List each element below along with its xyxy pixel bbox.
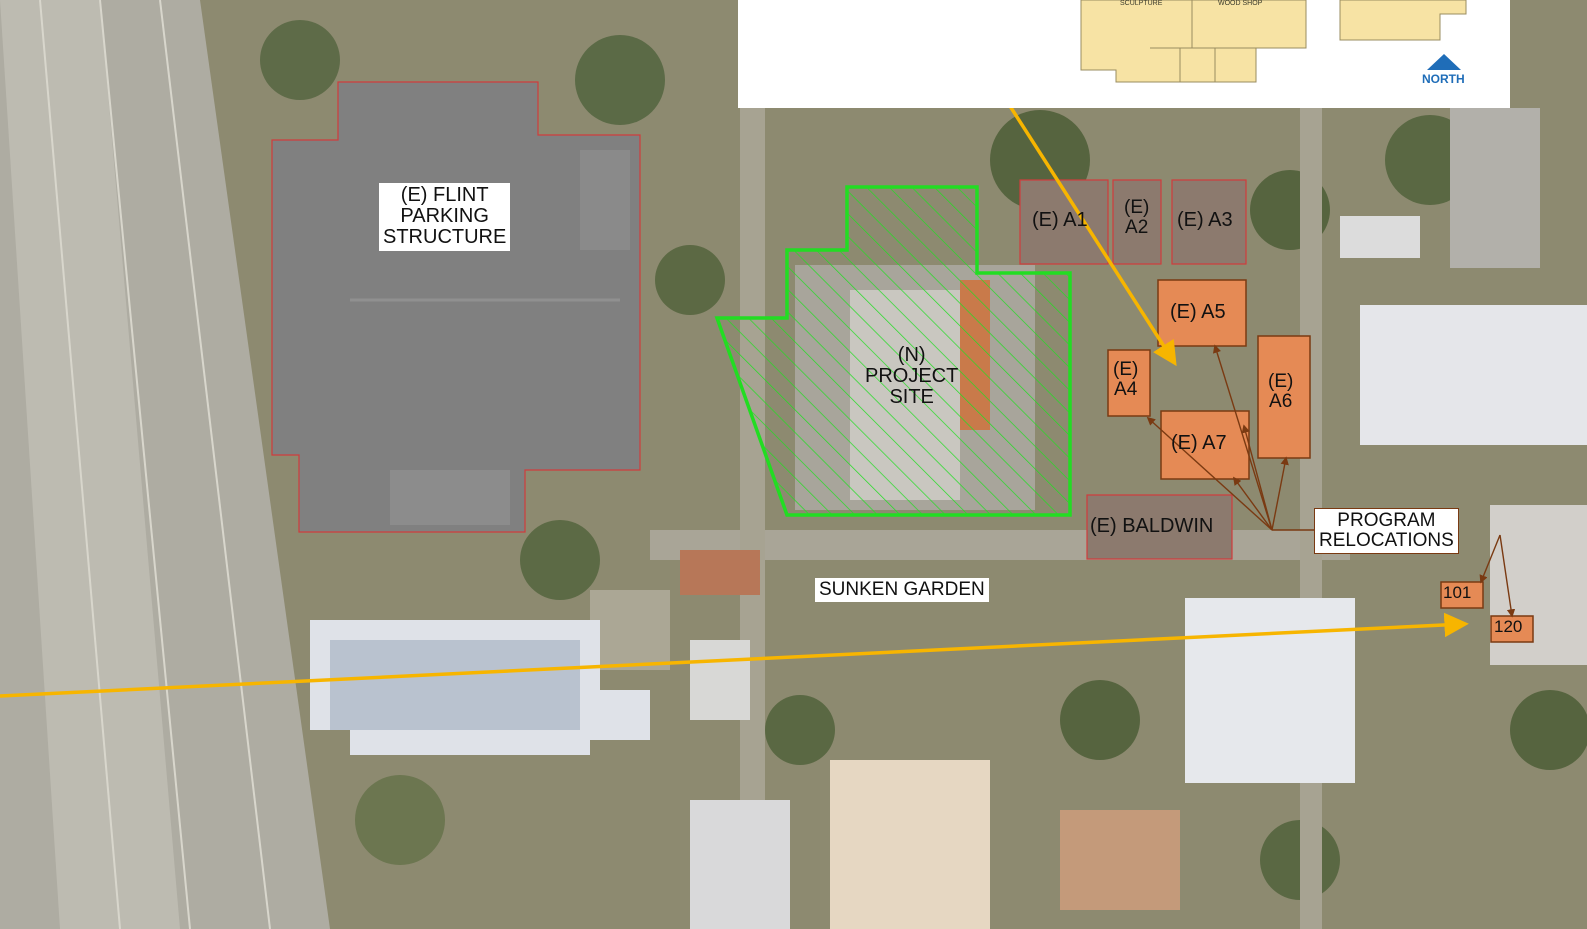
building-a2[interactable] <box>1112 179 1162 265</box>
tree-cluster <box>1060 680 1140 760</box>
parking-ramp <box>390 470 510 525</box>
walkway <box>650 530 1350 560</box>
highway-lanes <box>0 0 180 929</box>
leader-line-120 <box>1499 534 1516 618</box>
flint-parking-structure[interactable] <box>271 81 641 533</box>
building-a6[interactable] <box>1257 335 1311 459</box>
context-building-southwest <box>690 800 790 929</box>
parking-lot-east <box>1450 108 1540 268</box>
highway-lane-line <box>99 0 191 929</box>
context-building-south-east <box>1185 598 1355 783</box>
building-a7[interactable] <box>1160 410 1250 480</box>
context-building-south <box>830 760 990 929</box>
building-101[interactable] <box>1440 581 1484 609</box>
label-sunken-garden: SUNKEN GARDEN <box>815 578 989 603</box>
highway-lane-line <box>159 0 271 929</box>
tree-cluster <box>575 35 665 125</box>
callout-arrow-east <box>0 612 1469 698</box>
parking-ramp <box>580 150 630 250</box>
context-building-small <box>1340 216 1420 258</box>
building-a1[interactable] <box>1019 179 1109 265</box>
tree-cluster <box>1510 690 1587 770</box>
highway-lane-line <box>39 0 121 929</box>
label-project-site: (N) PROJECT SITE <box>865 344 959 409</box>
tree-cluster <box>260 20 340 100</box>
label-a1: (E) A1 <box>1032 209 1088 231</box>
building-baldwin[interactable] <box>1086 494 1233 560</box>
label-101: 101 <box>1443 583 1472 602</box>
building-a3[interactable] <box>1171 179 1247 265</box>
context-building-red-roof <box>680 550 760 595</box>
inset-floor-plan-a <box>1080 0 1307 83</box>
leader-line-a5 <box>1212 344 1273 531</box>
building-a4[interactable] <box>1107 349 1151 417</box>
leader-line-a4 <box>1146 416 1273 531</box>
plaza <box>590 590 670 670</box>
walkway <box>740 100 765 929</box>
north-arrow-icon <box>1427 54 1461 70</box>
solar-panels <box>330 640 580 730</box>
label-baldwin: (E) BALDWIN <box>1090 515 1214 537</box>
label-a7: (E) A7 <box>1171 432 1227 454</box>
inset-label-wood-shop: WOOD SHOP <box>1218 0 1263 7</box>
label-a6: (E) A6 <box>1268 371 1294 413</box>
label-flint-parking: (E) FLINT PARKING STRUCTURE <box>379 183 511 251</box>
context-building-east <box>1360 305 1587 445</box>
inset-label-sculpture: SCULPTURE <box>1120 0 1163 7</box>
tree-cluster <box>520 520 600 600</box>
tree-cluster <box>765 695 835 765</box>
inset-floor-plan-b <box>1339 0 1467 41</box>
context-building-small-south <box>690 640 750 720</box>
building-120[interactable] <box>1490 615 1534 643</box>
label-a5: (E) A5 <box>1170 301 1226 323</box>
project-site-boundary[interactable] <box>714 185 1072 517</box>
leader-line-101 <box>1479 534 1501 584</box>
leader-line-a7-upper <box>1241 424 1273 531</box>
tree-cluster <box>355 775 445 865</box>
building-a5[interactable] <box>1157 279 1247 347</box>
label-program-relocations: PROGRAM RELOCATIONS <box>1314 508 1459 555</box>
label-120: 120 <box>1494 617 1523 636</box>
tree-cluster <box>655 245 725 315</box>
label-a4: (E) A4 <box>1113 359 1139 401</box>
label-a2: (E) A2 <box>1124 197 1150 239</box>
north-label: NORTH <box>1422 72 1465 86</box>
label-a3: (E) A3 <box>1177 209 1233 231</box>
leader-line-a6 <box>1271 456 1289 531</box>
leader-line-a7 <box>1233 476 1273 531</box>
courtyard <box>1060 810 1180 910</box>
